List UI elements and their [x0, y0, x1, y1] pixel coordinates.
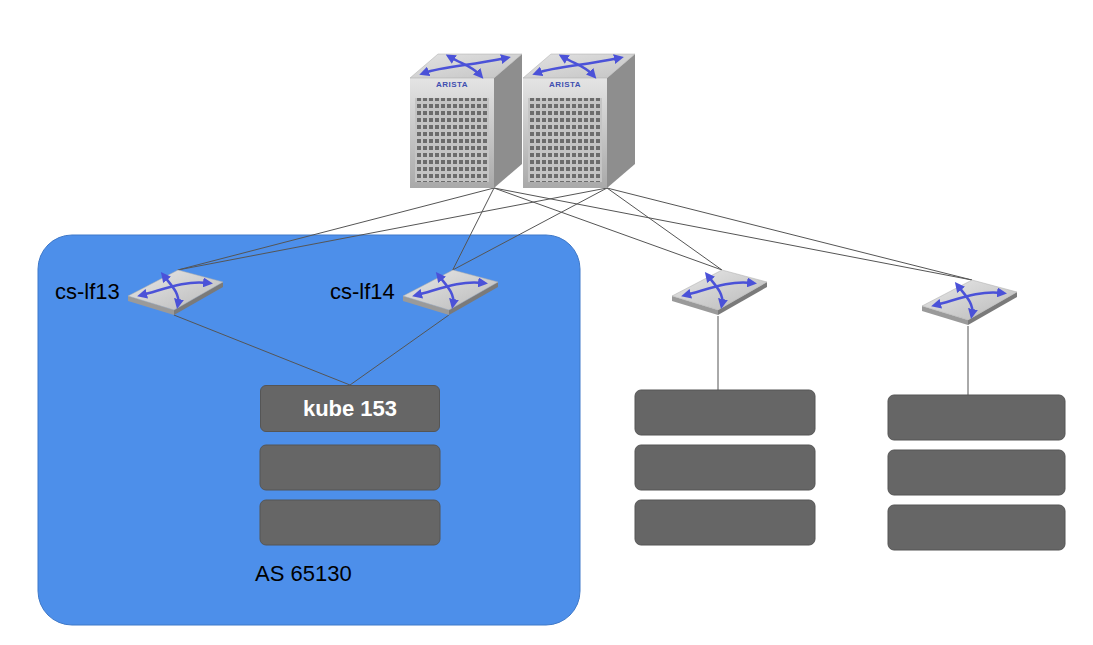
server-boxes	[260, 390, 1065, 550]
as-number: AS 65130	[255, 561, 352, 587]
brand-label: ARISTA	[410, 80, 494, 89]
as-region: AS 65130 cs-lf13 cs-lf14 kube 153	[38, 235, 580, 625]
chassis-icon	[410, 40, 522, 190]
switch-name: cs-lf13	[55, 279, 120, 305]
link-line	[350, 315, 449, 385]
switch-icon	[128, 268, 224, 316]
link-line	[178, 188, 607, 270]
spine-switch: ARISTA	[523, 40, 635, 190]
leaf-switch-icons	[672, 270, 1017, 325]
chassis-icon	[523, 40, 635, 190]
link-line	[453, 188, 607, 270]
as-region-ground	[38, 235, 580, 625]
link-line	[453, 188, 494, 270]
leaf-switch: cs-lf13	[55, 268, 224, 316]
switch-icon	[403, 268, 499, 316]
switch-name: cs-lf14	[330, 279, 395, 305]
uplink-lines	[494, 188, 972, 395]
leaf-switch: cs-lf14	[330, 268, 499, 316]
server-box: kube 153	[260, 385, 440, 432]
spine-switch: ARISTA	[410, 40, 522, 190]
link-line	[178, 188, 494, 270]
server-name: kube 153	[303, 396, 397, 422]
link-line	[174, 315, 350, 385]
brand-label: ARISTA	[523, 80, 607, 89]
